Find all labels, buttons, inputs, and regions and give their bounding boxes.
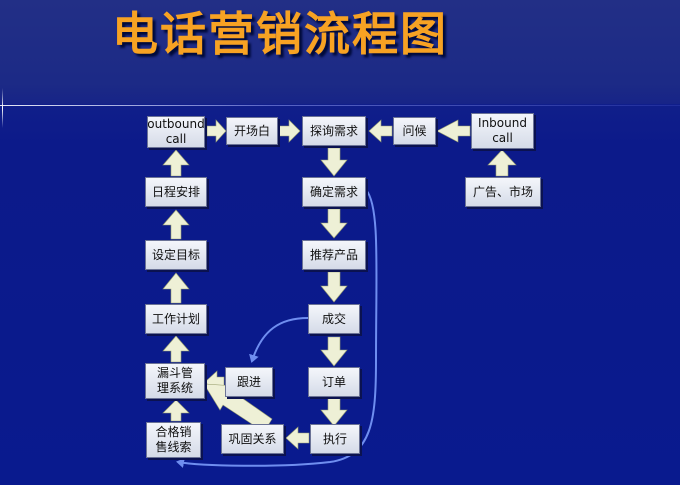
arrow-schedule-to-outbound	[162, 149, 190, 177]
arrow-opening-to-probe	[278, 119, 301, 143]
node-work-plan: 工作计划	[145, 304, 207, 334]
arrow-recommend-to-deal	[320, 271, 348, 303]
node-opening: 开场白	[226, 117, 278, 145]
arrow-funnel-to-plan	[162, 335, 190, 363]
arrow-deal-to-order	[320, 336, 348, 367]
arrow-execute-to-retain	[285, 426, 310, 450]
arrow-confirm-to-recommend	[320, 208, 348, 239]
node-recommend: 推荐产品	[302, 240, 366, 270]
node-outbound-call: outbound call	[147, 116, 205, 148]
node-execute: 执行	[310, 424, 360, 454]
node-confirm-needs: 确定需求	[302, 177, 366, 207]
arrow-order-to-execute	[320, 396, 348, 427]
arrow-goal-to-schedule	[162, 209, 190, 240]
arrow-greeting-to-probe	[368, 119, 393, 143]
node-probe-needs: 探询需求	[302, 116, 366, 146]
node-deal: 成交	[308, 304, 360, 334]
node-funnel-system: 漏斗管理系统	[145, 363, 205, 399]
node-retain-relationship: 巩固关系	[221, 424, 284, 454]
node-follow-up: 跟进	[225, 367, 273, 397]
arrow-inbound-to-greeting	[436, 119, 471, 143]
node-schedule: 日程安排	[145, 177, 207, 207]
arrow-probe-to-confirm	[320, 147, 348, 177]
arrow-plan-to-goal	[162, 272, 190, 304]
divider-line	[0, 105, 680, 106]
arrow-lead-to-funnel	[162, 399, 190, 422]
node-ads-market: 广告、市场	[465, 177, 541, 207]
loop-deal-to-followup	[249, 317, 309, 363]
loop-confirm-to-lead	[176, 189, 378, 468]
node-inbound-call: Inbound call	[471, 113, 534, 149]
node-set-goal: 设定目标	[145, 240, 207, 270]
node-order: 订单	[308, 367, 360, 397]
page-title: 电话营销流程图	[112, 7, 448, 61]
arrow-ads-to-inbound	[487, 149, 517, 177]
arrow-outbound-to-opening	[206, 119, 227, 143]
node-greeting: 问候	[393, 117, 436, 145]
title-band	[0, 0, 680, 104]
divider-accent	[2, 88, 3, 128]
node-qualified-leads: 合格销售线索	[146, 422, 201, 458]
